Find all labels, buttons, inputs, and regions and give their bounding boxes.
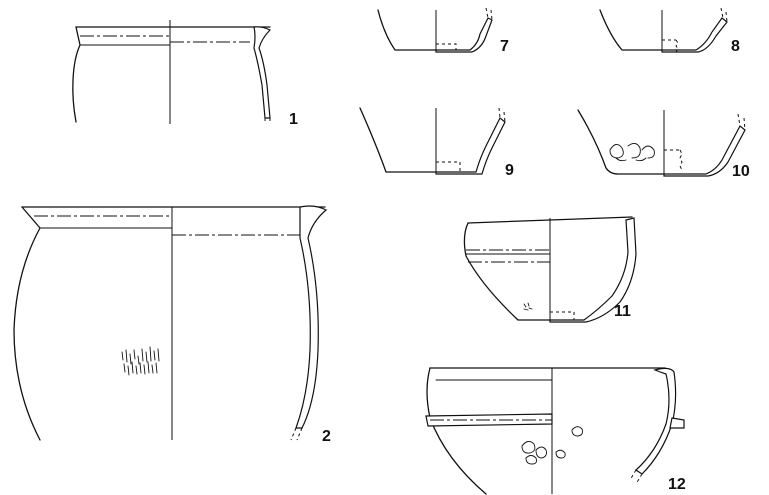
vessel-12-label: 12	[668, 476, 686, 493]
vessel-11-drawing	[463, 216, 637, 323]
vessel-12-surface-marks	[521, 426, 583, 465]
vessel-10-label: 10	[732, 163, 750, 180]
vessel-10-surface-marks	[609, 143, 655, 162]
vessel-7-drawing	[377, 7, 493, 53]
vessel-1-drawing	[72, 20, 272, 124]
vessel-8-drawing	[599, 7, 728, 53]
vessel-8-label: 8	[731, 38, 740, 55]
vessel-10-drawing	[577, 109, 746, 177]
vessel-2-drawing	[13, 205, 328, 441]
vessel-2-surface-marks	[121, 346, 160, 376]
vessel-11-label: 11	[614, 303, 631, 320]
vessel-1-label: 1	[289, 111, 298, 128]
vessel-2-label: 2	[322, 428, 331, 445]
vessel-9-drawing	[359, 107, 506, 175]
vessel-9-label: 9	[505, 162, 514, 179]
vessel-12-drawing	[425, 367, 685, 495]
vessel-7-label: 7	[500, 38, 509, 55]
